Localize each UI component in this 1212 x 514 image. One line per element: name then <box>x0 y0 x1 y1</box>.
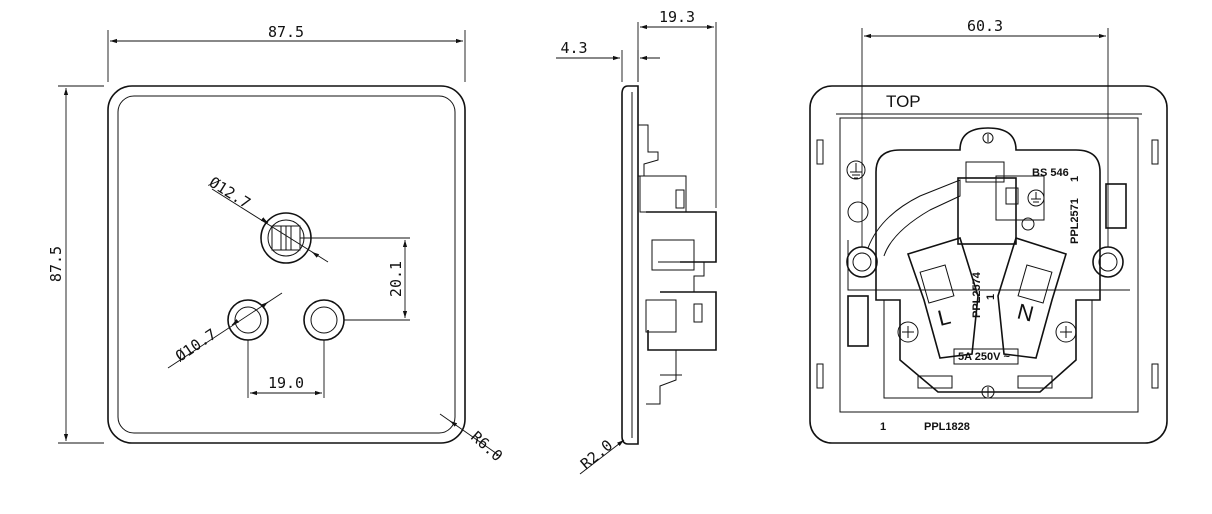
bottom-qty: 1 <box>880 421 886 433</box>
live-terminal: L <box>906 237 979 359</box>
standard-label: BS 546 <box>1032 167 1069 179</box>
fixing-lug-right <box>1092 246 1124 278</box>
vertical-spacing-label: 20.1 <box>387 261 405 297</box>
neutral-socket-hole <box>303 299 345 341</box>
corner-radius-dimension: R6.0 <box>439 413 506 466</box>
horizontal-spacing-label: 19.0 <box>268 374 304 392</box>
front-view: 87.5 87.5 Ø12.7 Ø10.7 20.1 <box>47 23 506 465</box>
front-width-label: 87.5 <box>268 23 304 41</box>
part-number-middle: PPL2574 <box>971 271 983 318</box>
rear-slot <box>1151 139 1159 165</box>
bottom-screw <box>981 385 995 399</box>
fixing-centres-dimension: 60.3 <box>861 17 1109 247</box>
terminal-screw-right <box>1055 321 1077 343</box>
live-terminal-letter: L <box>935 304 953 331</box>
total-depth-label: 19.3 <box>659 8 695 26</box>
total-depth-dimension: 19.3 <box>637 8 717 208</box>
side-plate-profile <box>621 85 639 445</box>
earth-symbol-icon <box>846 160 866 180</box>
terminal-screw-left <box>897 321 919 343</box>
rear-slot <box>1151 363 1159 389</box>
corner-radius-label: R6.0 <box>467 428 506 466</box>
earth-terminal-symbol-icon <box>1027 189 1045 207</box>
pin-hole-diameter-label: Ø10.7 <box>172 325 220 365</box>
side-view: 19.3 4.3 R2.0 <box>556 8 717 475</box>
part-number-middle-qty: 1 <box>985 294 997 300</box>
front-plate-outline <box>107 85 466 444</box>
front-plate-inner-edge <box>117 95 456 434</box>
plate-thickness-label: 4.3 <box>560 39 587 57</box>
part-number-right-qty: 1 <box>1069 176 1081 182</box>
front-height-label: 87.5 <box>47 246 65 282</box>
earth-hole-diameter-label: Ø12.7 <box>206 173 254 212</box>
rear-view: L N TOP BS 546 PPL2571 1 PPL2574 1 5A 25… <box>809 17 1168 444</box>
rating-label: 5A 250V ~ <box>958 351 1010 363</box>
part-number-right: PPL2571 <box>1069 198 1081 244</box>
rear-plate-outline <box>809 85 1168 444</box>
earth-terminal-block <box>957 177 1017 245</box>
plate-thickness-dimension: 4.3 <box>556 39 660 82</box>
top-screw <box>982 132 994 144</box>
earth-hole-diameter-dimension: Ø12.7 <box>206 173 329 263</box>
rear-slot <box>816 139 824 165</box>
fixing-lug-left <box>846 240 1130 291</box>
neutral-terminal-letter: N <box>1015 299 1036 327</box>
front-height-dimension: 87.5 <box>47 85 104 444</box>
fixing-centres-label: 60.3 <box>967 17 1003 35</box>
vertical-spacing-dimension: 20.1 <box>300 237 410 321</box>
edge-radius-dimension: R2.0 <box>577 436 625 475</box>
bottom-part-number: PPL1828 <box>924 421 970 433</box>
front-width-dimension: 87.5 <box>107 23 466 82</box>
neutral-terminal: N <box>997 236 1067 359</box>
socket-body <box>875 127 1101 393</box>
horizontal-spacing-dimension: 19.0 <box>247 340 325 398</box>
rear-slot <box>816 363 824 389</box>
edge-radius-label: R2.0 <box>577 436 616 473</box>
top-marking: TOP <box>886 92 921 111</box>
